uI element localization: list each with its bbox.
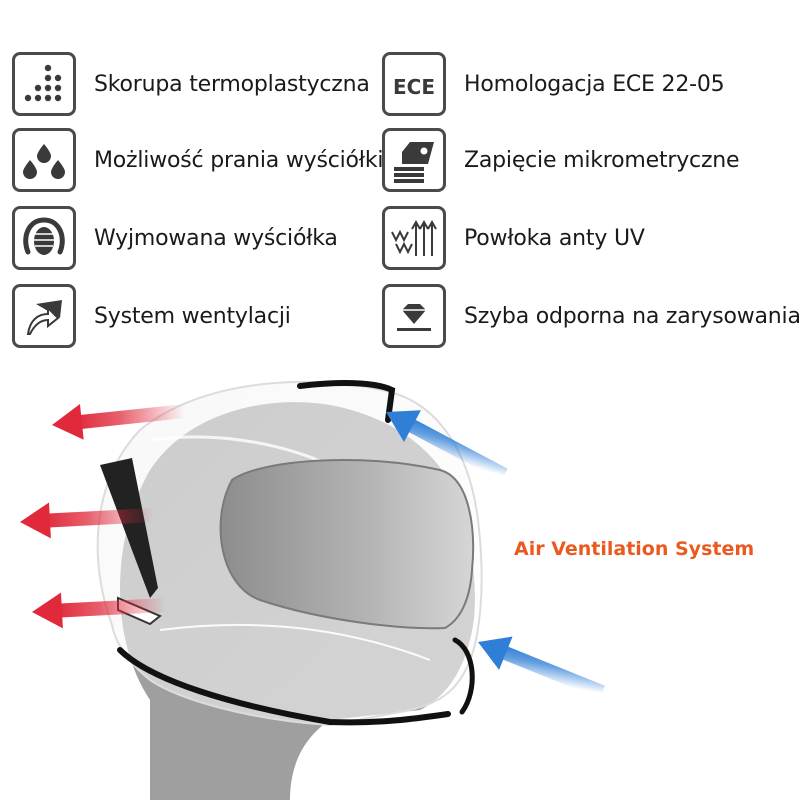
exhaust-arrow — [32, 592, 167, 629]
feature-ece-homologation: ECE Homologacja ECE 22-05 — [382, 48, 725, 120]
rear-spoiler — [100, 458, 158, 598]
helmet-liner-icon — [12, 206, 76, 270]
feature-label: Skorupa termoplastyczna — [94, 71, 370, 97]
feature-thermoplastic-shell: Skorupa termoplastyczna — [12, 48, 370, 120]
feature-removable-liner: Wyjmowana wyściółka — [12, 202, 338, 274]
ece-badge-icon: ECE — [382, 52, 446, 116]
uv-rays-icon — [382, 206, 446, 270]
diamond-visor-icon — [382, 284, 446, 348]
exhaust-arrow — [52, 403, 186, 440]
feature-label: Homologacja ECE 22-05 — [464, 71, 725, 97]
intake-arrow — [386, 410, 508, 482]
feature-label: Szyba odporna na zarysowania — [464, 303, 800, 329]
intake-arrow — [478, 636, 605, 699]
feature-label: Wyjmowana wyściółka — [94, 225, 338, 251]
molecule-dots-icon — [12, 52, 76, 116]
ventilation-arrow-icon — [12, 284, 76, 348]
micrometric-buckle-icon — [382, 128, 446, 192]
water-drops-icon — [12, 128, 76, 192]
feature-label: System wentylacji — [94, 303, 291, 329]
helmet-top-trim — [297, 380, 396, 423]
helmet-bottom-trim — [117, 647, 451, 726]
visor — [219, 458, 475, 630]
shell-bottom-crease — [159, 623, 431, 661]
feature-label: Zapięcie mikrometryczne — [464, 147, 740, 173]
exhaust-arrow — [20, 502, 155, 539]
feature-label: Możliwość prania wyściółki — [94, 147, 384, 173]
feature-washable-liner: Możliwość prania wyściółki — [12, 124, 383, 196]
feature-ventilation: System wentylacji — [12, 280, 291, 352]
ventilation-caption: Air Ventilation System — [514, 538, 755, 560]
ece-badge-text: ECE — [393, 75, 435, 99]
feature-micrometric-buckle: Zapięcie mikrometryczne — [382, 124, 740, 196]
feature-uv-coating: Powłoka anty UV — [382, 202, 645, 274]
helmet-ventilation-illustration — [20, 380, 605, 800]
helmet-chin-trim — [452, 637, 475, 715]
feature-label: Powłoka anty UV — [464, 225, 645, 251]
feature-scratch-resistant-visor: Szyba odporna na zarysowania — [382, 280, 800, 352]
